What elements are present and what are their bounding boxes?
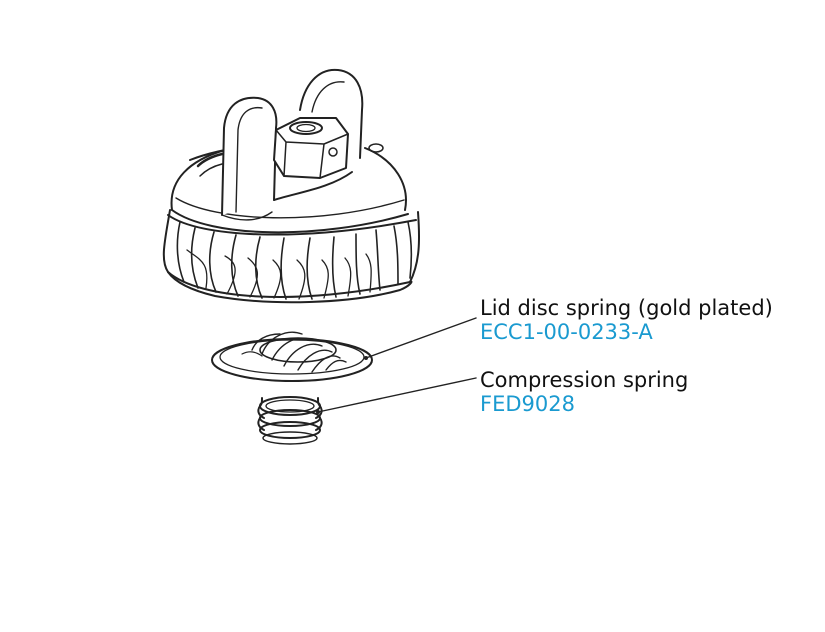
leader-line-disc-spring xyxy=(365,317,477,359)
compression-spring-part xyxy=(257,396,323,445)
part-code: ECC1-00-0233-A xyxy=(480,320,653,344)
leader-dot-compression-spring xyxy=(316,410,320,414)
part-name: Lid disc spring (gold plated) xyxy=(480,296,773,320)
lid-part xyxy=(162,68,421,304)
part-code: FED9028 xyxy=(480,392,575,416)
leader-line-compression-spring xyxy=(317,377,477,413)
disc-spring-part xyxy=(211,331,373,382)
callout-compression-spring: Compression spring FED9028 xyxy=(480,368,688,416)
part-name: Compression spring xyxy=(480,368,689,392)
leader-dot-disc-spring xyxy=(364,356,368,360)
callout-disc-spring: Lid disc spring (gold plated) ECC1-00-02… xyxy=(480,296,773,344)
